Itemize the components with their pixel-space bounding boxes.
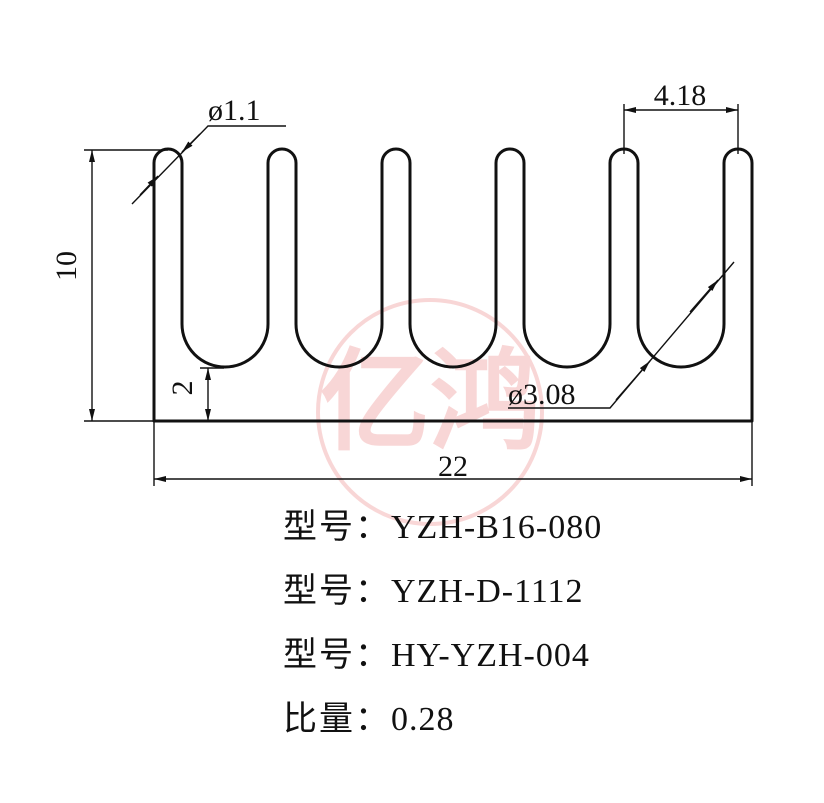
tip-diameter-value: ø1.1	[208, 94, 261, 127]
spec-row: 比量：0.28	[283, 692, 602, 756]
spec-value: YZH-B16-080	[391, 509, 603, 546]
width-value: 22	[438, 450, 468, 483]
root-diameter-arrow-1	[615, 360, 651, 401]
watermark-logo: 亿鸿	[316, 298, 544, 526]
spec-list: 型号：YZH-B16-080 型号：YZH-D-1112 型号：HY-YZH-0…	[283, 500, 602, 756]
spec-label: 型号：	[283, 635, 391, 675]
root-diameter-leader	[508, 261, 735, 409]
pitch-value: 4.18	[654, 79, 707, 112]
spec-value: YZH-D-1112	[391, 573, 584, 610]
tip-diameter-arrow-2	[181, 133, 201, 153]
spec-row: 型号：YZH-B16-080	[283, 500, 602, 564]
height-value: 10	[50, 251, 83, 281]
spec-label: 型号：	[283, 571, 391, 611]
base-thickness-value: 2	[166, 381, 199, 396]
root-diameter-arrow-2	[689, 279, 719, 313]
spec-row: 型号：HY-YZH-004	[283, 628, 602, 692]
spec-row: 型号：YZH-D-1112	[283, 564, 602, 628]
spec-value: HY-YZH-004	[391, 637, 590, 674]
spec-value: 0.28	[391, 701, 455, 738]
heatsink-outline	[152, 147, 754, 423]
tip-diameter-arrow-1	[139, 175, 159, 196]
root-diameter-value: ø3.08	[508, 378, 576, 411]
spec-label: 比量：	[283, 699, 391, 739]
spec-label: 型号：	[283, 507, 391, 547]
watermark-text: 亿鸿	[320, 338, 540, 466]
